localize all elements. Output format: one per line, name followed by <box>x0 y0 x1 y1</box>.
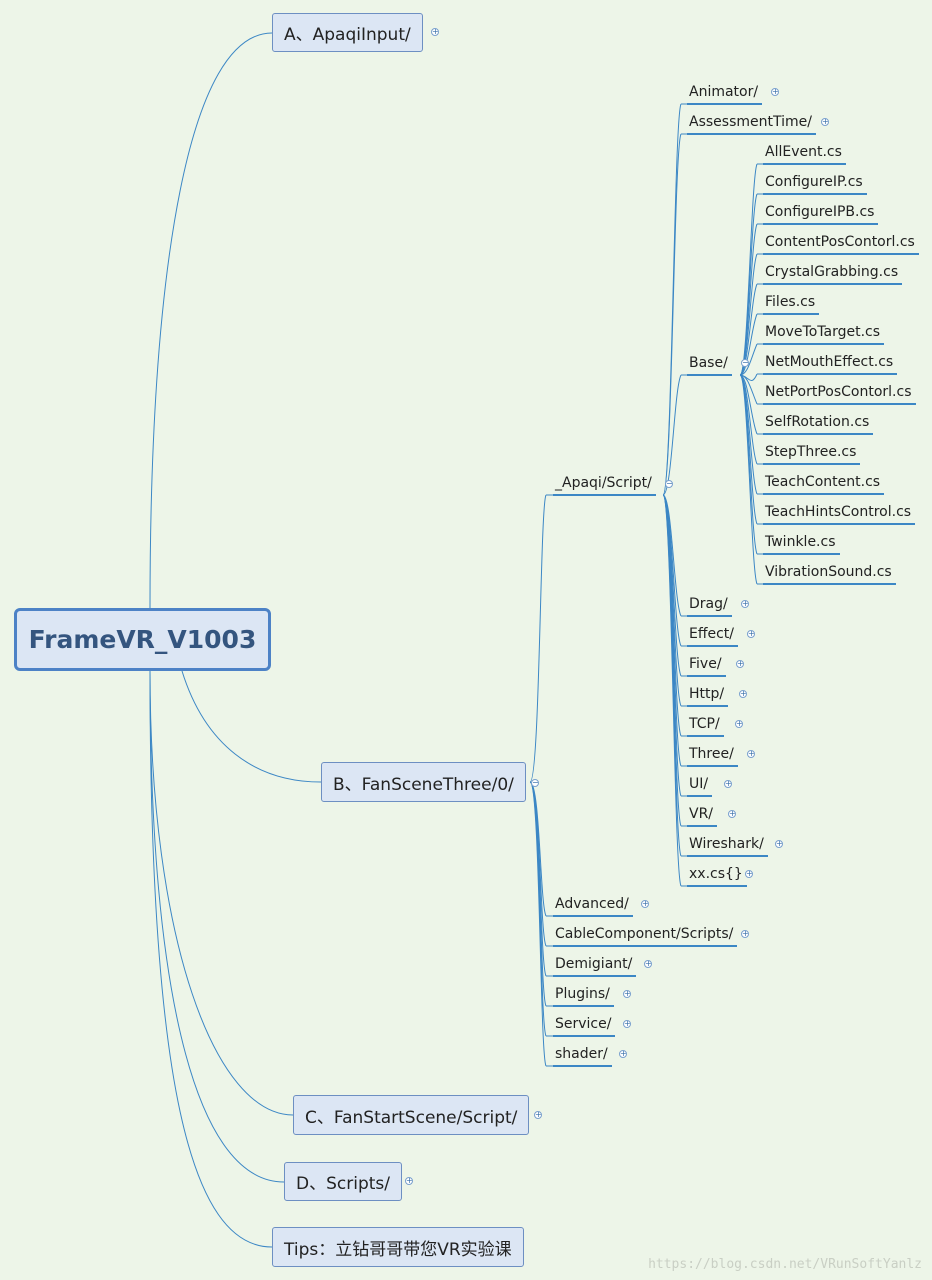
folder-tcp[interactable]: TCP/ <box>687 713 724 737</box>
file-configureipb[interactable]: ConfigureIPB.cs <box>763 201 879 225</box>
file-configureip[interactable]: ConfigureIP.cs <box>763 171 867 195</box>
tips-node[interactable]: Tips：立钻哥哥带您VR实验课 <box>272 1227 524 1267</box>
file-vibrationsound[interactable]: VibrationSound.cs <box>763 561 896 585</box>
expand-toggle-icon[interactable]: + <box>431 27 439 36</box>
link-b-child-0 <box>529 494 547 783</box>
link-base-child-6 <box>739 343 758 376</box>
link-script-child-12 <box>662 494 682 887</box>
file-netportposcontorl[interactable]: NetPortPosContorl.cs <box>763 381 916 405</box>
link-root-b <box>181 670 322 783</box>
link-root-a <box>149 32 273 609</box>
folder-five[interactable]: Five/ <box>687 653 726 677</box>
link-root-d <box>149 670 285 1183</box>
folder-http[interactable]: Http/ <box>687 683 729 707</box>
file-movetotarget[interactable]: MoveToTarget.cs <box>763 321 885 345</box>
link-script-child-2 <box>662 374 682 496</box>
folder-assessment-time[interactable]: AssessmentTime/ <box>687 111 816 135</box>
file-stepthree[interactable]: StepThree.cs <box>763 441 861 465</box>
file-files[interactable]: Files.cs <box>763 291 820 315</box>
link-base-child-14 <box>739 374 758 585</box>
link-root-c <box>149 670 294 1116</box>
expand-toggle-icon[interactable]: + <box>747 749 755 758</box>
folder-three[interactable]: Three/ <box>687 743 738 767</box>
expand-toggle-icon[interactable]: + <box>736 659 744 668</box>
link-root-tips <box>149 670 273 1248</box>
folder-effect[interactable]: Effect/ <box>687 623 739 647</box>
expand-toggle-icon[interactable]: + <box>641 899 649 908</box>
folder-advanced[interactable]: Advanced/ <box>553 893 633 917</box>
file-xx-cs[interactable]: xx.cs{} <box>687 863 747 887</box>
expand-toggle-icon[interactable]: + <box>771 87 779 96</box>
folder-apaqi-script[interactable]: _Apaqi/Script/ <box>553 472 656 496</box>
folder-base[interactable]: Base/ <box>687 352 732 376</box>
file-allevent[interactable]: AllEvent.cs <box>763 141 846 165</box>
file-netmoutheffect[interactable]: NetMouthEffect.cs <box>763 351 898 375</box>
folder-animator[interactable]: Animator/ <box>687 81 763 105</box>
expand-toggle-icon[interactable]: + <box>821 117 829 126</box>
branch-a-node[interactable]: A、ApaqiInput/ <box>272 13 423 52</box>
expand-toggle-icon[interactable]: + <box>741 599 749 608</box>
folder-drag[interactable]: Drag/ <box>687 593 732 617</box>
expand-toggle-icon[interactable]: + <box>623 989 631 998</box>
link-b-child-6 <box>529 781 547 1067</box>
folder-demigiant[interactable]: Demigiant/ <box>553 953 637 977</box>
link-b-child-4 <box>529 781 547 1007</box>
file-teachcontent[interactable]: TeachContent.cs <box>763 471 885 495</box>
link-script-child-1 <box>662 133 682 496</box>
file-teachhintscontrol[interactable]: TeachHintsControl.cs <box>763 501 916 525</box>
collapse-toggle-icon[interactable]: − <box>665 479 673 488</box>
expand-toggle-icon[interactable]: + <box>623 1019 631 1028</box>
expand-toggle-icon[interactable]: + <box>747 629 755 638</box>
file-crystalgrabbing[interactable]: CrystalGrabbing.cs <box>763 261 903 285</box>
collapse-toggle-icon[interactable]: − <box>531 778 539 787</box>
expand-toggle-icon[interactable]: + <box>724 779 732 788</box>
folder-service[interactable]: Service/ <box>553 1013 616 1037</box>
folder-plugins[interactable]: Plugins/ <box>553 983 614 1007</box>
link-base-child-4 <box>739 283 758 376</box>
file-twinkle[interactable]: Twinkle.cs <box>763 531 840 555</box>
expand-toggle-icon[interactable]: + <box>775 839 783 848</box>
expand-toggle-icon[interactable]: + <box>405 1176 413 1185</box>
expand-toggle-icon[interactable]: + <box>735 719 743 728</box>
link-base-child-3 <box>739 253 758 376</box>
expand-toggle-icon[interactable]: + <box>745 869 753 878</box>
root-node[interactable]: FrameVR_V1003 <box>14 608 271 671</box>
folder-cable-component[interactable]: CableComponent/Scripts/ <box>553 923 738 947</box>
link-base-child-2 <box>739 223 758 376</box>
expand-toggle-icon[interactable]: + <box>739 689 747 698</box>
folder-wireshark[interactable]: Wireshark/ <box>687 833 768 857</box>
collapse-toggle-icon[interactable]: − <box>741 358 749 367</box>
folder-vr[interactable]: VR/ <box>687 803 718 827</box>
folder-shader[interactable]: shader/ <box>553 1043 612 1067</box>
link-base-child-5 <box>739 313 758 376</box>
expand-toggle-icon[interactable]: + <box>619 1049 627 1058</box>
expand-toggle-icon[interactable]: + <box>534 1110 542 1119</box>
file-contentposcontorl[interactable]: ContentPosContorl.cs <box>763 231 919 255</box>
branch-b-node[interactable]: B、FanSceneThree/0/ <box>321 762 526 802</box>
expand-toggle-icon[interactable]: + <box>741 929 749 938</box>
file-selfrotation[interactable]: SelfRotation.cs <box>763 411 874 435</box>
branch-c-node[interactable]: C、FanStartScene/Script/ <box>293 1095 530 1135</box>
folder-ui[interactable]: UI/ <box>687 773 713 797</box>
watermark-url: https://blog.csdn.net/VRunSoftYanlz <box>648 1257 922 1272</box>
expand-toggle-icon[interactable]: + <box>644 959 652 968</box>
expand-toggle-icon[interactable]: + <box>728 809 736 818</box>
branch-d-node[interactable]: D、Scripts/ <box>284 1162 402 1201</box>
